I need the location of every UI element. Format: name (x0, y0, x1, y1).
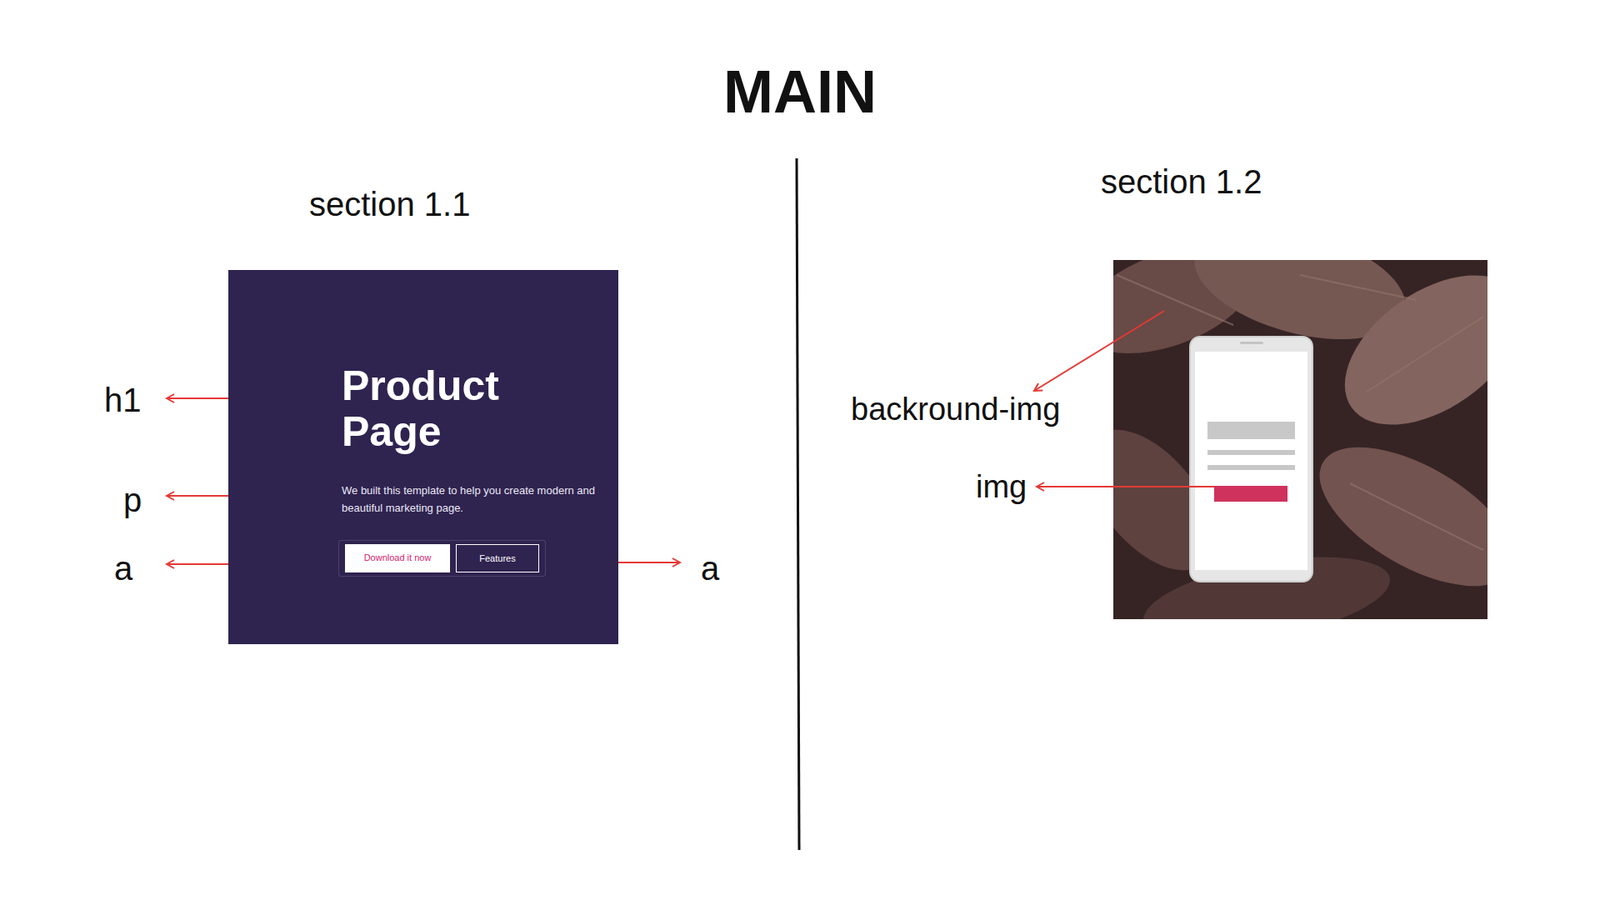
diagram-title: MAIN (723, 55, 877, 128)
section-heading: section 1.1 (309, 184, 470, 225)
leader-line (1034, 310, 1165, 391)
tag-label: backround-img (850, 390, 1060, 430)
tag-label: a (114, 548, 133, 589)
tag-label: a (700, 548, 720, 589)
divider-line (796, 158, 800, 850)
screen-button (1214, 485, 1288, 502)
phone-body (1190, 336, 1313, 582)
leader-line (1036, 485, 1215, 488)
phone-mockup (1190, 336, 1313, 582)
photo-shade (1113, 260, 1488, 620)
link-button: Features (455, 544, 540, 573)
link-button: Download it now (345, 544, 450, 573)
screen-line (1207, 450, 1295, 455)
tag-label: img (975, 468, 1027, 507)
screen-line (1207, 465, 1295, 470)
photo-ground (1113, 260, 1488, 620)
background-photo (1113, 260, 1488, 620)
tag-label: p (123, 480, 142, 520)
button-text: Download it now (364, 552, 432, 563)
section-heading: section 1.2 (1100, 161, 1262, 202)
screen-block (1207, 421, 1295, 440)
hero-paragraph: We built this template to help you creat… (341, 481, 614, 517)
phone-speaker (1240, 341, 1264, 345)
hero-section: Product Page We built this template to he… (228, 270, 619, 645)
hero-heading: Product Page (341, 363, 575, 455)
button-text: Features (479, 553, 515, 564)
phone-screen (1195, 351, 1308, 570)
tag-label: h1 (104, 380, 142, 420)
